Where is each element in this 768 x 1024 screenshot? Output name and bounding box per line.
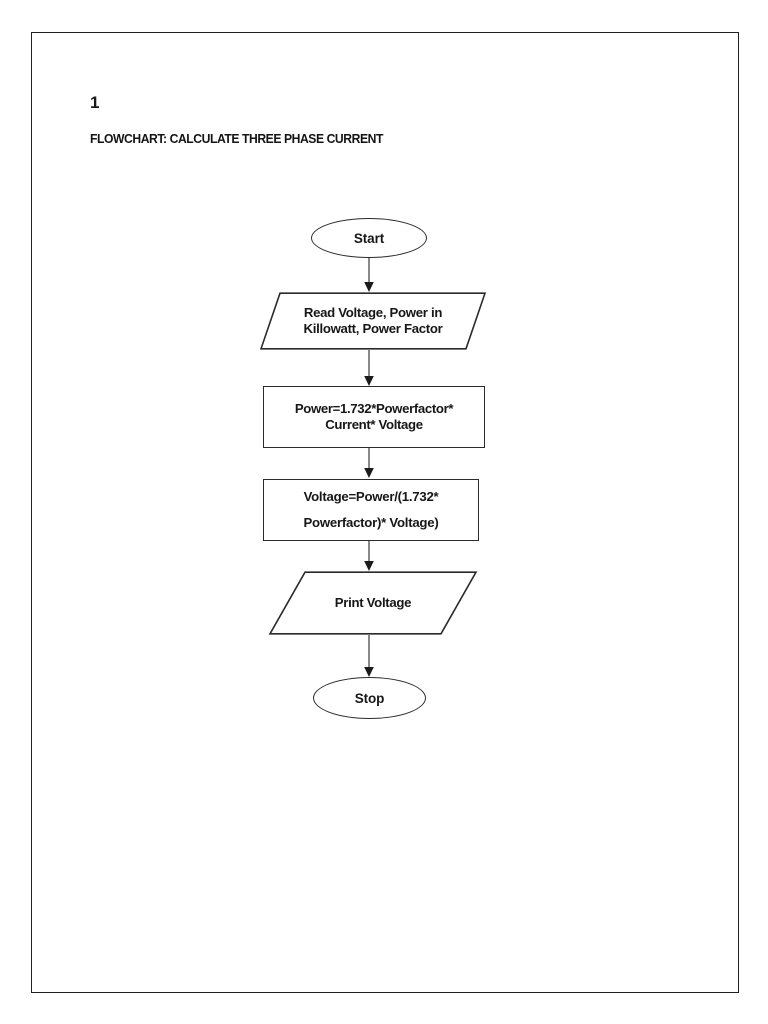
flow-connector-print-to-stop: [362, 635, 376, 679]
flow-node-stop-label: Stop: [354, 690, 385, 706]
flow-node-read[interactable]: Read Voltage, Power in Killowatt, Power …: [259, 292, 487, 350]
flow-node-start[interactable]: Start: [311, 218, 427, 258]
flow-node-start-label: Start: [353, 230, 385, 246]
page-title: FLOWCHART: CALCULATE THREE PHASE CURRENT: [90, 132, 383, 146]
flow-connector-voltage-to-print: [362, 541, 376, 573]
flowchart: Start Read Voltage, Power in Killowatt, …: [32, 33, 738, 992]
flow-connector-read-to-power: [362, 350, 376, 388]
flow-node-stop[interactable]: Stop: [313, 677, 426, 719]
flow-node-voltage[interactable]: Voltage=Power/(1.732* Powerfactor)* Volt…: [263, 479, 479, 541]
flow-node-power-label: Power=1.732*Powerfactor* Current* Voltag…: [294, 400, 454, 432]
document-page: 1 FLOWCHART: CALCULATE THREE PHASE CURRE…: [31, 32, 739, 993]
flow-connector-start-to-read: [362, 258, 376, 294]
flow-node-print[interactable]: Print Voltage: [268, 571, 478, 635]
flow-node-power[interactable]: Power=1.732*Powerfactor* Current* Voltag…: [263, 386, 485, 448]
flow-node-read-label: Read Voltage, Power in Killowatt, Power …: [303, 304, 443, 337]
flow-node-voltage-label: Voltage=Power/(1.732* Powerfactor)* Volt…: [303, 489, 439, 530]
flow-node-print-label: Print Voltage: [334, 594, 412, 610]
page-number: 1: [90, 93, 100, 112]
flow-connector-power-to-voltage: [362, 448, 376, 480]
